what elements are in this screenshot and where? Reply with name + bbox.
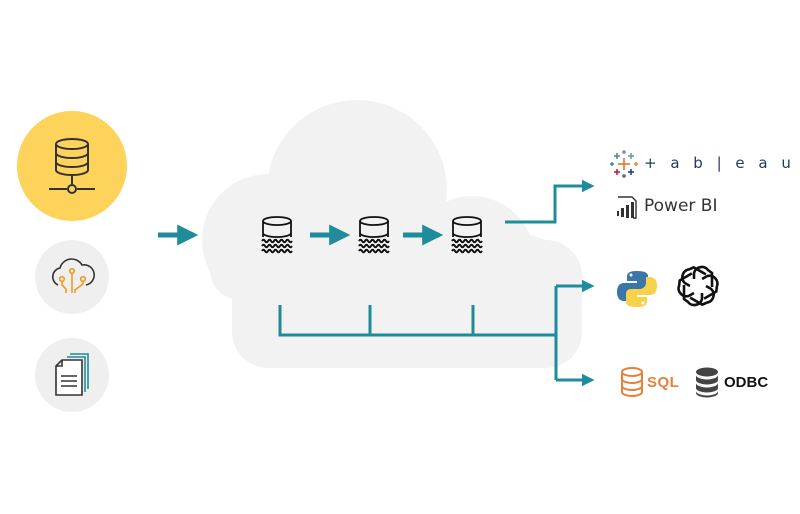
pipeline-stage-2-data-lake-icon[interactable] bbox=[358, 216, 390, 254]
database-network-icon bbox=[49, 138, 95, 194]
documents-icon bbox=[55, 353, 89, 396]
cloud-circuit-icon bbox=[52, 258, 95, 293]
tableau-logo-icon bbox=[610, 150, 638, 178]
bus-connector bbox=[278, 286, 558, 380]
powerbi-label: Power BI bbox=[644, 196, 718, 216]
source-database-server[interactable] bbox=[17, 111, 127, 221]
odbc-label: ODBC bbox=[724, 374, 769, 391]
openai-logo-icon bbox=[677, 265, 719, 307]
odbc-database-icon bbox=[696, 367, 718, 398]
sql-database-icon bbox=[621, 367, 643, 397]
bi-output-connector bbox=[505, 179, 595, 224]
sql-label: SQL bbox=[647, 374, 680, 391]
pipeline-stage-3-data-lake-icon[interactable] bbox=[451, 216, 483, 254]
pipeline-stage-1-data-lake-icon[interactable] bbox=[261, 216, 293, 254]
source-documents[interactable] bbox=[35, 338, 109, 412]
python-logo-icon bbox=[617, 271, 657, 307]
powerbi-logo-icon bbox=[617, 196, 637, 219]
source-cloud-iot[interactable] bbox=[35, 240, 109, 314]
cloud-background bbox=[202, 100, 582, 368]
tableau-label: + a b | e a u bbox=[644, 154, 796, 172]
